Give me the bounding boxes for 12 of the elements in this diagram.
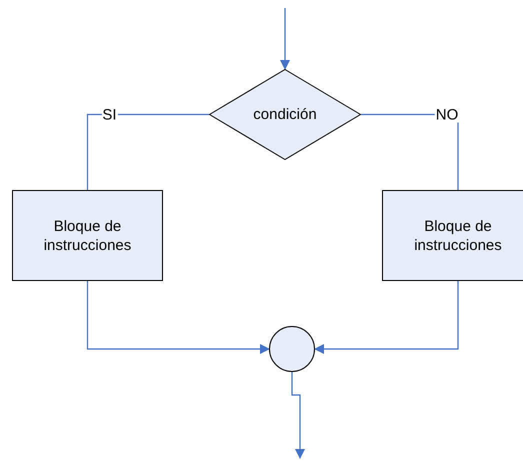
process-box: [382, 190, 523, 281]
arrow: [280, 8, 290, 70]
edge-label: SI: [101, 107, 118, 122]
arrow: [291, 372, 305, 459]
process-box: [12, 190, 163, 281]
node-label: Bloque de instrucciones: [42, 216, 132, 254]
arrow: [314, 281, 459, 354]
node-label: Bloque de instrucciones: [413, 216, 503, 254]
connector-line: [86, 114, 209, 190]
arrow: [86, 281, 270, 354]
node-label: condición: [253, 105, 317, 124]
edge-label: NO: [434, 107, 460, 122]
